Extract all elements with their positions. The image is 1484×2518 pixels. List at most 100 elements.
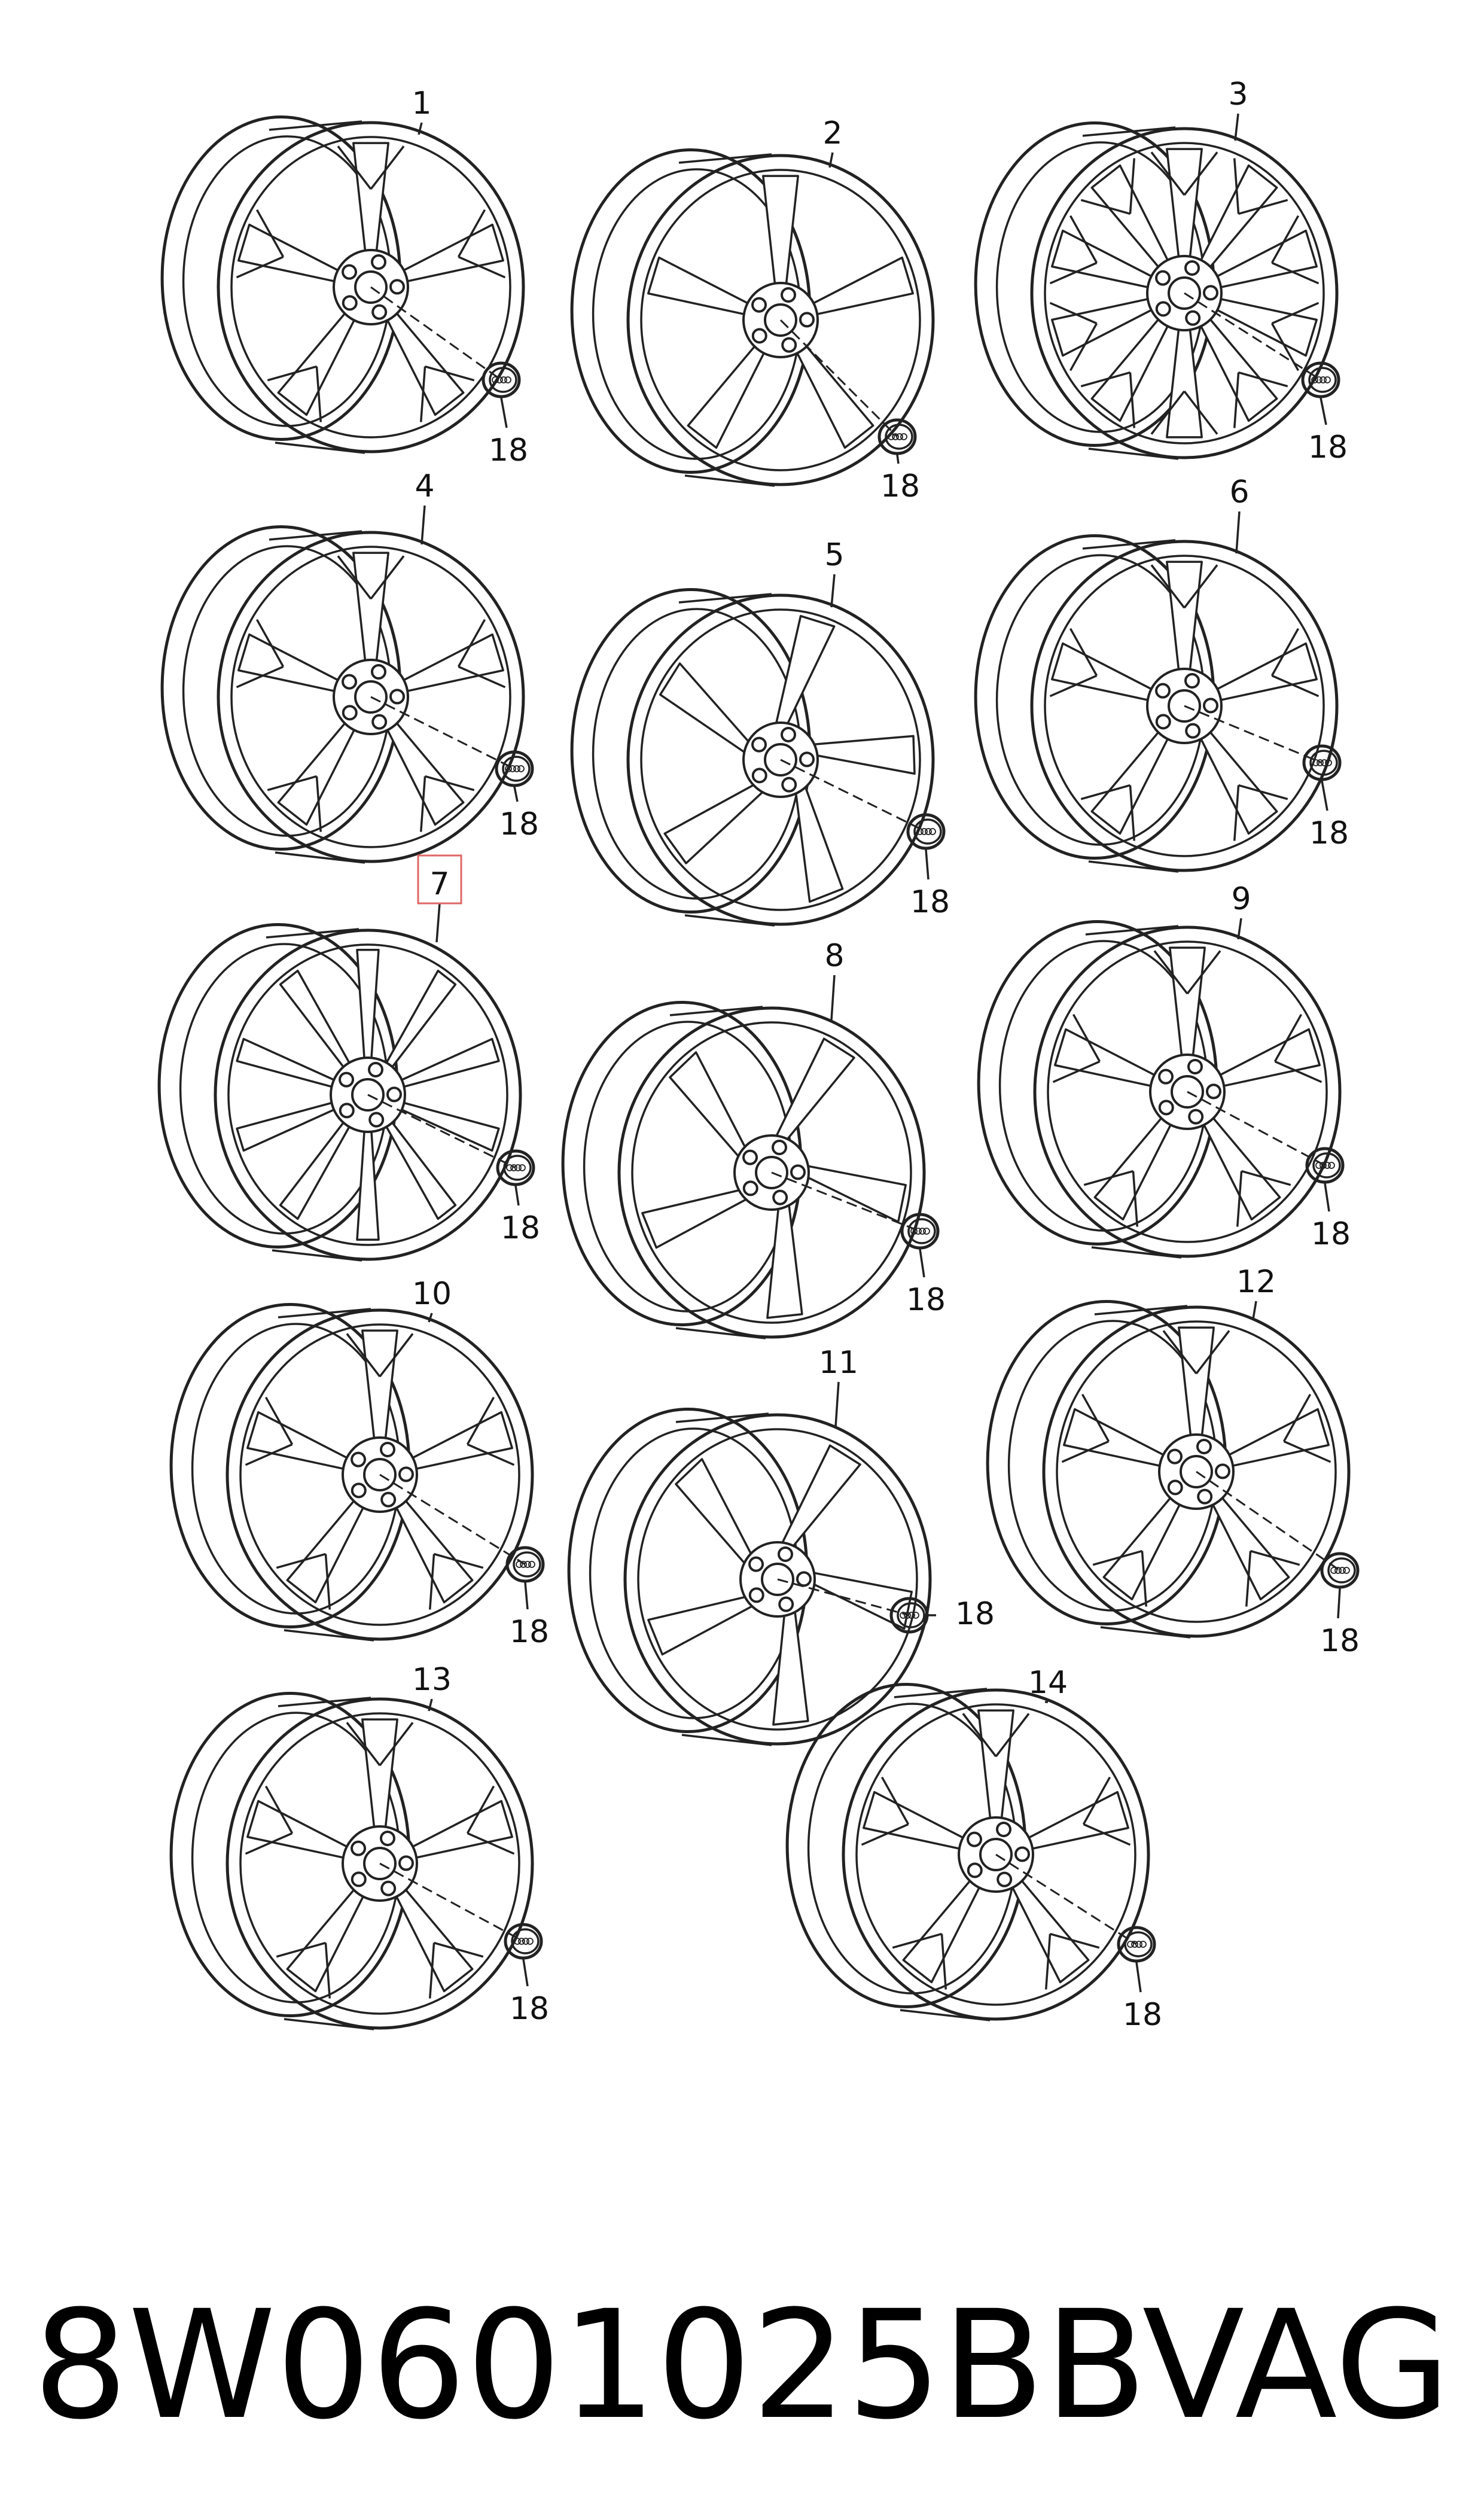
- leader-2: [828, 152, 834, 168]
- wheel-label-1: 1: [412, 86, 431, 121]
- spoke-6-3: [1198, 728, 1278, 835]
- spoke-12-4: [1102, 1494, 1183, 1601]
- cap-label-10: 18: [510, 1614, 549, 1650]
- spoke-split-3-5: [1233, 371, 1288, 428]
- wheel-label-9: 9: [1231, 881, 1251, 917]
- rim-lip-11: [637, 1428, 918, 1731]
- lug-hole-11-2: [796, 1571, 812, 1587]
- spoke-split-4-2: [457, 619, 506, 689]
- audi-rings-icon: [510, 1164, 517, 1171]
- cap-leader-10: [524, 1582, 529, 1610]
- audi-rings-icon: [1127, 1941, 1134, 1948]
- lug-hole-13-4: [351, 1871, 367, 1887]
- rim-face-6: [1030, 540, 1339, 872]
- lug-hole-8-2: [790, 1164, 806, 1180]
- spoke-8-3: [766, 1199, 803, 1319]
- spoke-split-10-3: [428, 1552, 484, 1610]
- lug-hole-6-3: [1185, 723, 1201, 739]
- lug-hole-11-5: [748, 1556, 764, 1572]
- lug-hole-7-5: [339, 1071, 355, 1088]
- lug-hole-14-3: [997, 1871, 1013, 1887]
- spoke-split-12-2: [1282, 1393, 1331, 1463]
- lug-hole-4-2: [389, 689, 405, 705]
- spoke-12-3: [1210, 1494, 1290, 1601]
- lug-hole-8-5: [742, 1149, 758, 1165]
- audi-rings-icon: [509, 765, 516, 772]
- rim-lip-14: [855, 1703, 1136, 2006]
- spoke-split-3-1: [1150, 151, 1218, 196]
- spoke-4-4: [277, 719, 357, 826]
- cap-leader-8: [919, 1249, 925, 1278]
- leader-7: [435, 903, 441, 943]
- spoke-7-6: [356, 1126, 380, 1241]
- spoke-10-1: [361, 1329, 398, 1444]
- audi-rings-icon: [496, 376, 503, 383]
- axis-line-1: [370, 286, 502, 381]
- hub-cap-face-10: [513, 1551, 541, 1578]
- wheel-label-10: 10: [412, 1276, 452, 1312]
- audi-rings-icon: [1135, 1941, 1142, 1948]
- rim-lip-10: [239, 1323, 520, 1626]
- wheel-label-12: 12: [1236, 1264, 1276, 1300]
- audi-rings-icon: [896, 433, 903, 440]
- hub-cap-face-3: [1308, 367, 1337, 393]
- lug-hole-12-1: [1196, 1438, 1212, 1454]
- cap-label-1: 18: [489, 433, 528, 468]
- rim-lip-7: [227, 943, 508, 1246]
- hub-cap-face-14: [1124, 1931, 1153, 1957]
- cap-label-6: 18: [1309, 815, 1349, 851]
- spoke-8-5: [669, 1051, 748, 1161]
- rim-face-4: [217, 531, 525, 863]
- leader-4: [420, 505, 426, 545]
- spoke-split-14-2: [1082, 1776, 1131, 1846]
- spoke-1-5: [237, 223, 343, 284]
- spoke-14-3: [1010, 1877, 1090, 1984]
- spoke-13-3: [394, 1886, 474, 1993]
- cap-label-3: 18: [1308, 430, 1348, 465]
- audi-rings-icon: [514, 1164, 522, 1171]
- spoke-split-14-5: [861, 1776, 910, 1846]
- audi-rings-icon: [513, 765, 520, 772]
- audi-rings-icon: [1343, 1567, 1350, 1574]
- spoke-7-9: [236, 1037, 339, 1089]
- audi-rings-icon: [492, 376, 499, 383]
- part-number: 8W0601025BB: [33, 2278, 1147, 2452]
- audi-rings-icon: [910, 1228, 918, 1235]
- spoke-11-5: [675, 1458, 754, 1568]
- audi-rings-icon: [506, 1164, 513, 1171]
- wheel-label-8: 8: [824, 938, 844, 974]
- lug-hole-5-5: [751, 736, 767, 753]
- audi-rings-icon: [1324, 1162, 1331, 1169]
- spoke-3-1: [1166, 148, 1203, 262]
- lug-hole-4-4: [342, 705, 358, 721]
- audi-rings-icon: [1328, 1162, 1335, 1169]
- lug-hole-4-1: [371, 663, 387, 680]
- cap-leader-5: [925, 849, 930, 880]
- rim-lip-3: [1044, 142, 1325, 444]
- hub-cap-2: [877, 418, 917, 455]
- spoke-9-2: [1215, 1028, 1321, 1088]
- spoke-11-3: [772, 1606, 809, 1726]
- spoke-6-5: [1051, 642, 1156, 702]
- lug-hole-3-3: [1185, 310, 1201, 326]
- wheels-layer: 1182183184185186187188189181018111812181…: [157, 77, 1360, 2033]
- cap-label-11: 18: [955, 1596, 995, 1632]
- audi-rings-icon: [923, 1228, 930, 1235]
- spoke-split-12-1: [1162, 1330, 1230, 1375]
- audi-rings-icon: [1320, 376, 1327, 383]
- lug-hole-12-3: [1197, 1488, 1213, 1505]
- spoke-split-9-5: [1052, 1013, 1101, 1083]
- hub-cap-face-5: [913, 818, 942, 845]
- wheel-2: 218: [570, 115, 935, 504]
- lug-hole-2-5: [751, 297, 767, 313]
- audi-rings-icon: [1315, 1162, 1323, 1169]
- audi-rings-icon: [912, 1612, 919, 1619]
- spoke-split-4-1: [337, 555, 405, 600]
- spoke-split-3-2: [1233, 158, 1288, 215]
- spoke-6-4: [1090, 728, 1171, 835]
- spoke-10-2: [408, 1411, 513, 1471]
- lug-hole-3-4: [1155, 301, 1171, 317]
- spoke-9-1: [1169, 946, 1206, 1061]
- audi-rings-icon: [1324, 376, 1331, 383]
